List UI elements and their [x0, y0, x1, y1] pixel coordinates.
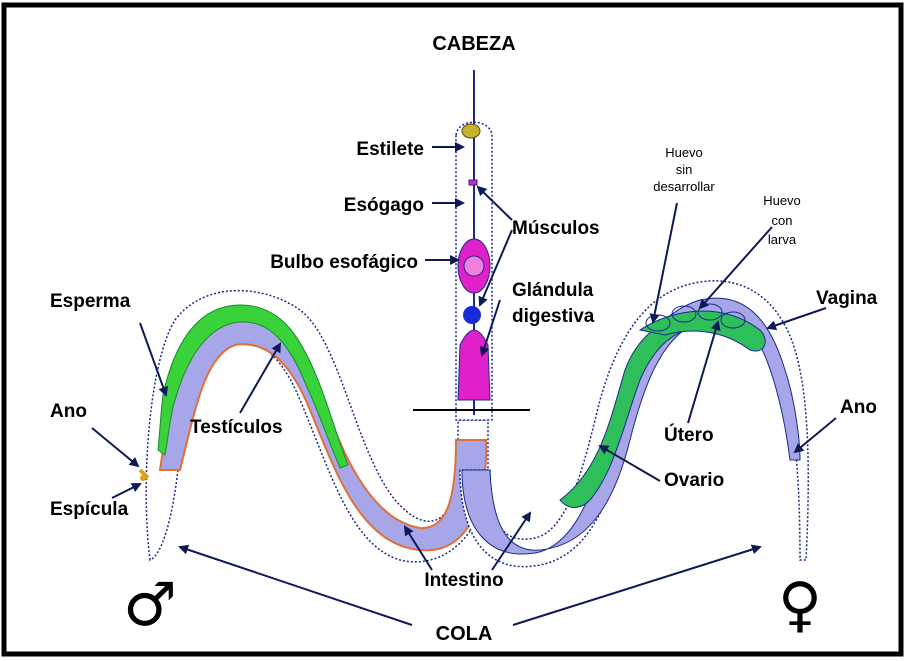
- head: [456, 70, 492, 420]
- label-huevo-sin-2: sin: [676, 162, 693, 177]
- female-symbol: ♀: [778, 570, 822, 640]
- label-ano-left: Ano: [50, 401, 87, 422]
- label-intestino: Intestino: [424, 570, 503, 591]
- nerve-ring: [463, 306, 481, 324]
- stylet: [462, 124, 480, 138]
- esophagus-muscle: [469, 180, 477, 185]
- digestive-gland: [458, 330, 490, 400]
- label-huevo-sin-1: Huevo: [665, 145, 703, 160]
- label-espicula: Espícula: [50, 499, 129, 520]
- label-cola: COLA: [436, 623, 493, 645]
- male-symbol: ♂: [123, 570, 177, 640]
- label-ovario: Ovario: [664, 470, 724, 491]
- label-musculos: Músculos: [512, 218, 600, 239]
- label-huevo-sin-3: desarrollar: [653, 179, 715, 194]
- label-utero: Útero: [664, 424, 714, 446]
- label-huevo-con-2: con: [772, 213, 793, 228]
- label-ano-right: Ano: [840, 397, 877, 418]
- label-glandula-2: digestiva: [512, 306, 595, 327]
- label-glandula-1: Glándula: [512, 280, 594, 301]
- label-testiculos: Testículos: [190, 417, 283, 438]
- label-cabeza: CABEZA: [432, 33, 515, 55]
- label-esogago: Esógago: [344, 195, 424, 216]
- label-bulbo: Bulbo esofágico: [270, 252, 418, 273]
- label-vagina: Vagina: [816, 288, 878, 309]
- label-huevo-con-3: larva: [768, 232, 797, 247]
- label-esperma: Esperma: [50, 291, 131, 312]
- label-huevo-con-1: Huevo: [763, 193, 801, 208]
- label-estilete: Estilete: [356, 139, 424, 160]
